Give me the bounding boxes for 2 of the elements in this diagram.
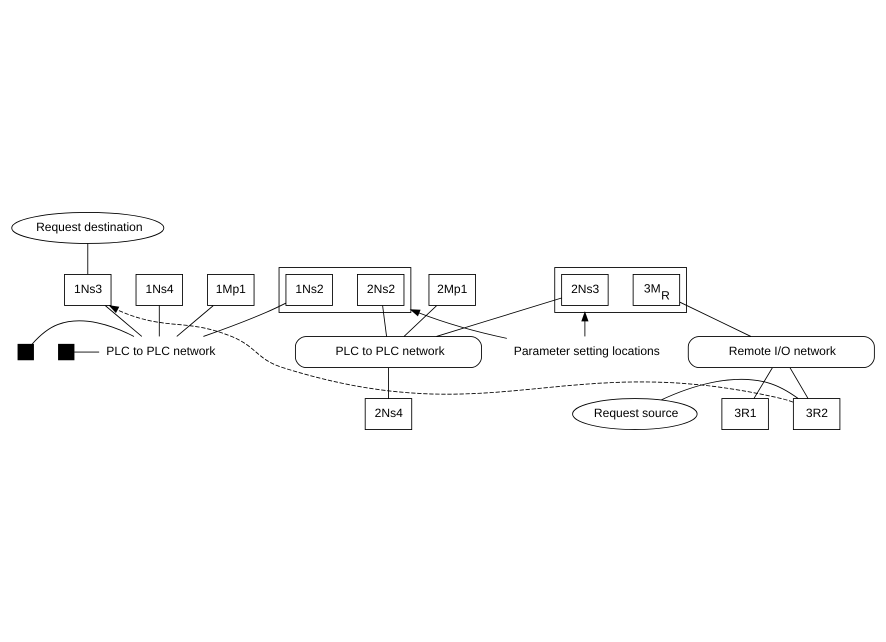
node-text: PLC to PLC network bbox=[106, 344, 216, 358]
node-text: Parameter setting locations bbox=[514, 344, 660, 358]
